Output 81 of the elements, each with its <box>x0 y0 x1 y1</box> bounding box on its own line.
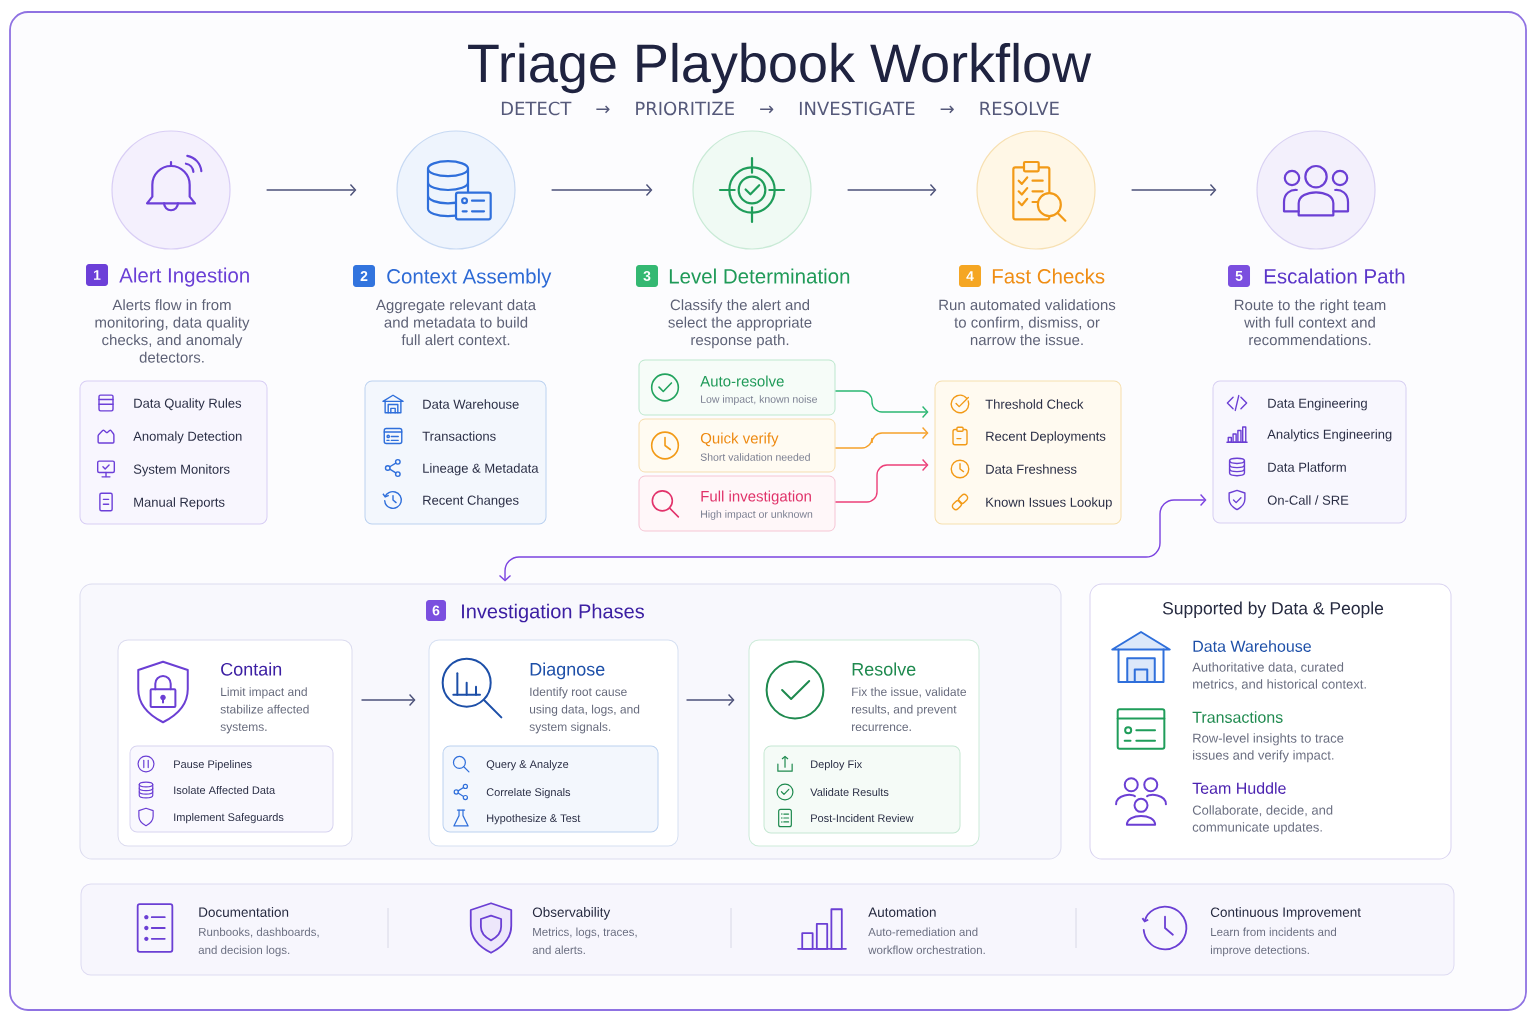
resource-title: Team Huddle <box>1192 782 1286 794</box>
list-item: Recent Deployments <box>986 431 1106 444</box>
arrow <box>685 693 735 707</box>
section-title: Investigation Phases <box>462 603 644 623</box>
list-item: Data Platform <box>1268 462 1346 472</box>
list-item: Hypothesize & Test <box>487 814 581 825</box>
footer-description: Metrics, logs, traces, and alerts. <box>532 927 637 955</box>
option-title: Quick verify <box>700 432 779 447</box>
number-badge: 5 <box>1228 265 1250 287</box>
arrow <box>834 426 929 449</box>
list-item: Pause Pipelines <box>174 760 252 771</box>
list-item: Manual Reports <box>134 497 225 510</box>
arrow <box>550 183 653 197</box>
list-item: On-Call / SRE <box>1267 495 1349 505</box>
stage-title: Context Assembly <box>387 268 552 288</box>
phase-description: Limit impact and stabilize affected systems. <box>220 687 309 734</box>
resource-title: Transactions <box>1192 711 1283 723</box>
option-subtitle: Short validation needed <box>700 453 810 461</box>
list-item: Correlate Signals <box>486 788 571 799</box>
resource-description: Authoritative data, curated metrics, and historical context. <box>1192 662 1366 691</box>
stage-title: Fast Checks <box>992 268 1105 284</box>
list-item: Anomaly Detection <box>133 431 242 444</box>
footer-description: Learn from incidents and improve detections. <box>1211 927 1336 957</box>
number-badge: 1 <box>86 264 108 286</box>
stage-description: Route to the right team with full context and recommendations. <box>1234 299 1386 346</box>
stage-title: Alert Ingestion <box>119 267 249 287</box>
phase-description: Fix the issue, validate results, and prevent recurrence. <box>852 687 967 731</box>
option-subtitle: High impact or unknown <box>701 510 813 520</box>
list-item: Post-Incident Review <box>811 814 914 823</box>
list-item: Data Freshness <box>986 464 1077 474</box>
list-item: Deploy Fix <box>811 760 863 771</box>
footer-description: Auto-remediation and workflow orchestration. <box>868 927 985 955</box>
footer-title: Documentation <box>199 907 289 917</box>
stage-description: Run automated validations to confirm, dismiss, or narrow the issue. <box>939 299 1116 346</box>
arrow <box>846 183 937 197</box>
list-item: System Monitors <box>133 464 230 477</box>
resource-description: Collaborate, decide, and communicate updates. <box>1192 805 1333 835</box>
number-badge: 2 <box>353 265 375 287</box>
arrow <box>265 183 357 197</box>
footer-title: Observability <box>532 907 611 920</box>
list-item: Threshold Check <box>985 399 1084 409</box>
footer-title: Automation <box>868 907 936 917</box>
arrow <box>360 693 416 707</box>
phase-title: Resolve <box>852 662 916 676</box>
arrow <box>834 390 929 419</box>
phase-title: Diagnose <box>530 662 605 680</box>
resource-title: Data Warehouse <box>1193 640 1311 652</box>
list-item: Validate Results <box>810 788 889 797</box>
subtitle: DETECT → PRIORITIZE → INVESTIGATE → RESOLVE <box>501 101 1059 116</box>
list-item: Isolate Affected Data <box>174 786 276 795</box>
option-title: Full investigation <box>701 490 811 505</box>
list-item: Implement Safeguards <box>174 813 284 824</box>
number-badge: 4 <box>959 265 981 287</box>
option-subtitle: Low impact, known noise <box>701 395 817 405</box>
arrow <box>1130 183 1217 197</box>
phase-description: Identify root cause using data, logs, and system signals. <box>529 687 640 734</box>
resource-description: Row-level insights to trace issues and verify impact. <box>1193 733 1344 763</box>
list-item: Transactions <box>422 431 496 441</box>
phase-title: Contain <box>221 662 282 676</box>
stage-description: Alerts flow in from monitoring, data quality checks, and anomaly detectors. <box>95 299 250 363</box>
arrow <box>498 493 1207 582</box>
stage-description: Classify the alert and select the appropriate response path. <box>668 299 812 349</box>
number-badge: 3 <box>636 265 658 287</box>
list-item: Analytics Engineering <box>1267 429 1392 442</box>
list-item: Lineage & Metadata <box>423 463 539 476</box>
list-item: Recent Changes <box>423 495 519 508</box>
stage-description: Aggregate relevant data and metadata to build full alert context. <box>376 299 537 346</box>
list-item: Known Issues Lookup <box>986 497 1112 510</box>
stage-title: Level Determination <box>669 268 850 284</box>
list-item: Data Engineering <box>1268 398 1367 411</box>
list-item: Query & Analyze <box>486 760 569 771</box>
list-item: Data Quality Rules <box>134 398 242 411</box>
panel-title: Supported by Data & People <box>1162 601 1384 618</box>
footer-title: Continuous Improvement <box>1210 907 1361 920</box>
footer-description: Runbooks, dashboards, and decision logs. <box>198 927 319 957</box>
title: Triage Playbook Workflow <box>468 42 1092 94</box>
list-item: Data Warehouse <box>423 399 519 409</box>
arrow <box>834 458 929 503</box>
option-title: Auto-resolve <box>700 375 784 387</box>
number-badge: 6 <box>426 600 446 621</box>
stage-title: Escalation Path <box>1264 268 1405 284</box>
